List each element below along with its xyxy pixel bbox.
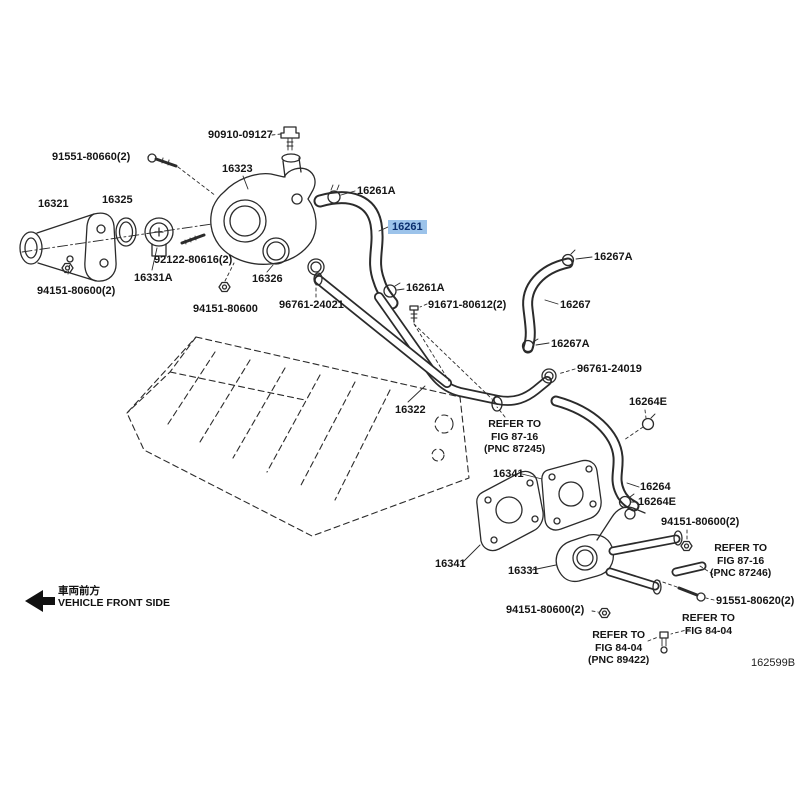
part-label-94151-80600-2-b[interactable]: 94151-80600(2) xyxy=(661,516,740,528)
part-label-16261A-2[interactable]: 16261A xyxy=(406,282,445,294)
part-label-16322[interactable]: 16322 xyxy=(395,404,426,416)
bolt-91551-80620 xyxy=(677,586,706,602)
clamp-16261A-bottom xyxy=(383,282,401,298)
part-label-16264[interactable]: 16264 xyxy=(640,481,671,493)
note-fig-87-16-pnc-87246: REFER TO FIG 87-16 (PNC 87246) xyxy=(710,542,772,580)
part-label-91551-80660[interactable]: 91551-80660(2) xyxy=(52,151,131,163)
sensor-89422 xyxy=(659,631,669,654)
part-label-16341-2[interactable]: 16341 xyxy=(435,558,466,570)
part-label-96761-24021[interactable]: 96761-24021 xyxy=(279,299,344,311)
vehicle-front-label-jp: 車両前方 xyxy=(58,585,100,597)
part-label-16331A[interactable]: 16331A xyxy=(134,272,173,284)
part-label-94151-80600-2-c[interactable]: 94151-80600(2) xyxy=(506,604,585,616)
note-fig-87-16-pnc-87245: REFER TO FIG 87-16 (PNC 87245) xyxy=(484,418,546,456)
pipe-16322 xyxy=(313,272,552,412)
pipe-stub-87246 xyxy=(671,561,707,577)
part-label-96761-24019[interactable]: 96761-24019 xyxy=(577,363,642,375)
oring-96761-24019 xyxy=(541,368,557,384)
part-label-16331[interactable]: 16331 xyxy=(508,565,539,577)
gasket-16341-right xyxy=(541,459,602,531)
bypass-pipe-16331 xyxy=(555,506,683,595)
hose-16267 xyxy=(522,257,574,354)
part-label-16341-1[interactable]: 16341 xyxy=(493,468,524,480)
nut-94151-left xyxy=(61,262,74,274)
bolt-91551-80660 xyxy=(147,153,178,168)
clamp-16261A-top xyxy=(327,184,341,204)
hose-16264 xyxy=(550,395,640,512)
part-label-16321[interactable]: 16321 xyxy=(38,198,69,210)
note-fig-84-04: REFER TO FIG 84-04 xyxy=(682,612,735,637)
part-label-16267A-1[interactable]: 16267A xyxy=(594,251,633,263)
part-label-16264E-1[interactable]: 16264E xyxy=(629,396,667,408)
clamp-16264E-top xyxy=(641,413,656,431)
oring-96761-24021 xyxy=(307,258,325,276)
gasket-16326 xyxy=(262,237,290,265)
screw-91671 xyxy=(409,305,419,323)
thermostat-16331A xyxy=(144,217,174,257)
nut-94151-right xyxy=(680,540,693,552)
part-label-94151-80600[interactable]: 94151-80600 xyxy=(193,303,258,315)
part-label-91551-80620[interactable]: 91551-80620(2) xyxy=(716,595,795,607)
diagram-code: 162599B xyxy=(751,657,796,669)
nut-94151-center xyxy=(218,281,231,293)
part-label-16267A-2[interactable]: 16267A xyxy=(551,338,590,350)
gasket-16341-left xyxy=(476,470,544,552)
vehicle-front-arrow xyxy=(25,590,55,612)
part-label-16261-selected[interactable]: 16261 xyxy=(388,220,427,234)
part-label-16325[interactable]: 16325 xyxy=(102,194,133,206)
part-label-92122-80616[interactable]: 92122-80616(2) xyxy=(154,254,233,266)
clamp-16267A-bottom xyxy=(521,338,539,353)
part-label-91671-80612[interactable]: 91671-80612(2) xyxy=(428,299,507,311)
part-label-16261A-1[interactable]: 16261A xyxy=(357,185,396,197)
part-label-16264E-2[interactable]: 16264E xyxy=(638,496,676,508)
nut-94151-bottom xyxy=(598,607,611,619)
gasket-16325 xyxy=(115,217,137,247)
part-label-94151-80600-2-a[interactable]: 94151-80600(2) xyxy=(37,285,116,297)
stud-bolt-92122 xyxy=(180,233,206,245)
part-label-16267[interactable]: 16267 xyxy=(560,299,591,311)
engine-block-outline xyxy=(126,336,470,537)
part-label-90910-09127[interactable]: 90910-09127 xyxy=(208,129,273,141)
sensor-90910 xyxy=(280,126,300,151)
water-inlet-16321 xyxy=(19,212,117,282)
part-label-16326[interactable]: 16326 xyxy=(252,273,283,285)
vehicle-front-label-en: VEHICLE FRONT SIDE xyxy=(58,597,171,609)
note-fig-84-04-pnc-89422: REFER TO FIG 84-04 (PNC 89422) xyxy=(588,629,650,667)
clamp-16267A-top xyxy=(561,249,576,267)
part-label-16323[interactable]: 16323 xyxy=(222,163,253,175)
water-outlet-16323 xyxy=(210,153,317,265)
